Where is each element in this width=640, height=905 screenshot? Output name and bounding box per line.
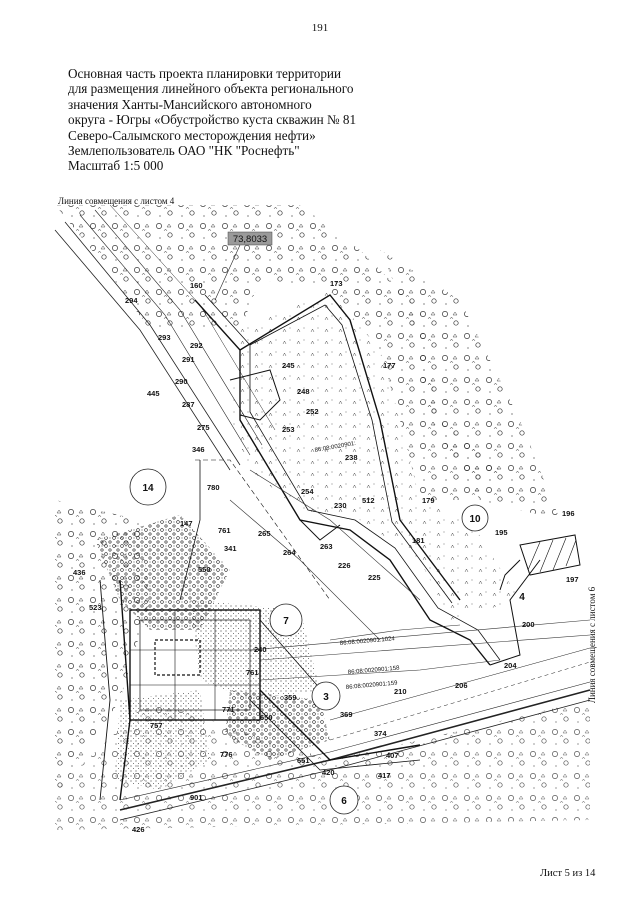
point-label: 226	[338, 561, 351, 570]
zone-marker: 10	[461, 504, 489, 532]
svg-text:10: 10	[469, 514, 481, 525]
parcel-196-197	[499, 534, 581, 591]
title-line: Основная часть проекта планировки террит…	[68, 66, 342, 81]
point-label: 420	[322, 768, 335, 777]
dense-forest-2	[225, 690, 330, 760]
point-label: 248	[297, 387, 310, 396]
svg-text:14: 14	[142, 483, 154, 494]
point-label: 291	[182, 355, 195, 364]
point-label: 901	[190, 793, 203, 802]
point-label: 369	[340, 710, 353, 719]
point-label: 230	[334, 501, 347, 510]
point-label: 426	[132, 825, 145, 834]
forest-area	[55, 205, 500, 500]
point-label: 780	[207, 483, 220, 492]
point-label: 204	[504, 661, 517, 670]
point-label: 173	[330, 279, 343, 288]
title-line: для размещения линейного объекта региона…	[68, 81, 354, 97]
svg-text:6: 6	[341, 796, 347, 807]
point-label: 264	[283, 548, 296, 557]
title-block: Основная часть проекта планировки террит…	[68, 66, 398, 174]
point-label: 181	[412, 536, 425, 545]
join-line-top-label: Линия совмещения с листом 4	[58, 196, 175, 206]
point-label: 147	[180, 519, 193, 528]
zone-marker: 3	[311, 681, 341, 711]
point-label: 275	[197, 423, 210, 432]
point-label: 776	[220, 750, 233, 759]
point-label: 341	[224, 544, 237, 553]
point-label: 771	[222, 705, 235, 714]
zone-markers: 14 10 7 3 4 6	[129, 468, 525, 815]
cadastral-label: 86:08:0020901:1024	[340, 636, 396, 647]
point-label: 293	[158, 333, 171, 342]
point-label: 651	[297, 756, 310, 765]
point-label: 407	[386, 751, 399, 760]
zone-marker: 14	[129, 468, 167, 506]
point-label: 253	[282, 425, 295, 434]
page-number: 191	[311, 22, 329, 34]
point-label: 179	[422, 496, 435, 505]
point-label: 761	[246, 668, 259, 677]
grass-area	[230, 290, 520, 620]
title-line: округа - Югры «Обустройство куста скважи…	[68, 112, 357, 128]
well-pad-boundary	[194, 294, 541, 666]
point-label: 650	[260, 713, 273, 722]
point-label: 436	[73, 568, 86, 577]
point-label: 200	[522, 620, 535, 629]
zone-marker: 7	[269, 603, 303, 637]
point-label: 263	[320, 542, 333, 551]
forest-right	[380, 250, 560, 520]
point-label: 290	[175, 377, 188, 386]
point-label: 761	[218, 526, 231, 535]
title-line: Землепользователь ОАО "НК "Роснефть"	[68, 143, 300, 159]
point-label: 512	[362, 496, 375, 505]
dotted-area-2	[115, 690, 210, 790]
point-label: 210	[394, 687, 407, 696]
point-label: 417	[378, 771, 391, 780]
point-label: 160	[190, 281, 203, 290]
cadastral-label: 86:08:0020901:158	[348, 665, 401, 676]
svg-text:7: 7	[283, 616, 289, 627]
point-label: 196	[562, 509, 575, 518]
point-label: 206	[455, 681, 468, 690]
point-label: 359	[284, 693, 297, 702]
svg-text:4: 4	[519, 592, 525, 603]
zone-marker: 6	[329, 785, 359, 815]
point-label: 523	[89, 603, 102, 612]
point-label: 197	[566, 575, 579, 584]
point-label: 550	[198, 565, 211, 574]
point-label: 225	[368, 573, 381, 582]
point-labels: 160 173 294 293 292 291 290 445 287 275 …	[73, 279, 579, 834]
point-label: 240	[254, 645, 267, 654]
point-label: 238	[345, 453, 358, 462]
point-label: 245	[282, 361, 295, 370]
scale-line: Масштаб 1:5 000	[68, 158, 164, 174]
title-line: Северо-Салымского месторождения нефти»	[68, 127, 316, 143]
point-label: 757	[150, 721, 163, 730]
point-label: 177	[383, 361, 396, 370]
point-label: 252	[306, 407, 319, 416]
cadastral-label: 86:08:0020901:159	[346, 680, 399, 691]
point-label: 265	[258, 529, 271, 538]
zone-marker: 4	[519, 592, 525, 603]
svg-text:3: 3	[323, 692, 329, 703]
point-label: 292	[190, 341, 203, 350]
point-label: 254	[301, 487, 314, 496]
highlight-label: 73,8033	[214, 231, 273, 301]
point-label: 445	[147, 389, 160, 398]
pipelines	[229, 469, 591, 681]
point-label: 374	[374, 729, 387, 738]
highlight-value: 73,8033	[233, 234, 267, 245]
facility-grid	[99, 459, 421, 801]
point-label: 346	[192, 445, 205, 454]
sheet-label: Лист 5 из 14	[540, 868, 596, 879]
title-line: значения Ханты-Мансийского автономного	[68, 96, 312, 112]
point-label: 287	[182, 400, 195, 409]
point-label: 294	[125, 296, 138, 305]
point-label: 195	[495, 528, 508, 537]
